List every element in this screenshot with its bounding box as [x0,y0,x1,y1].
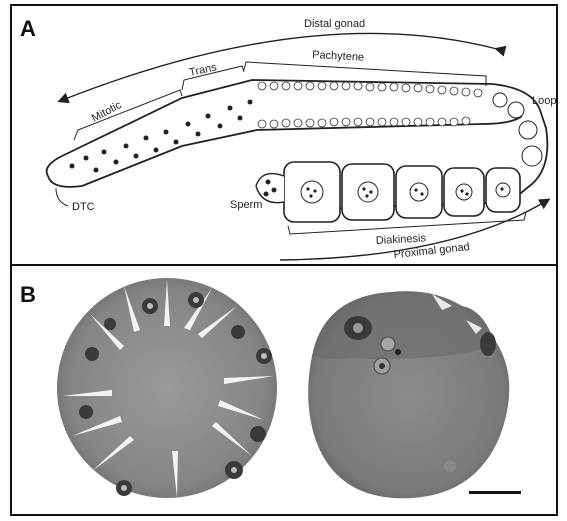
trans-label: Trans [188,61,218,79]
micrographs [12,266,560,518]
left-cross-section [57,278,277,498]
oocytes [284,162,520,222]
loop-label: Loop [532,95,556,107]
scale-bar [469,491,521,494]
dtc-label: DTC [72,201,95,213]
pachytene-cells [258,82,482,128]
sperm-label: Sperm [230,199,262,211]
pachytene-label: Pachytene [312,49,365,64]
mitotic-label: Mitotic [90,99,124,125]
diakinesis-label: Diakinesis [376,232,427,247]
dtc-pointer [56,188,68,206]
panel-a: A Distal gonad Pachytene Trans Mitotic [10,4,558,266]
right-cross-section [308,291,509,498]
distal-gonad-label: Distal gonad [304,18,365,30]
gonad-diagram: Distal gonad Pachytene Trans Mitotic [12,6,560,268]
panel-b: B [10,264,558,516]
